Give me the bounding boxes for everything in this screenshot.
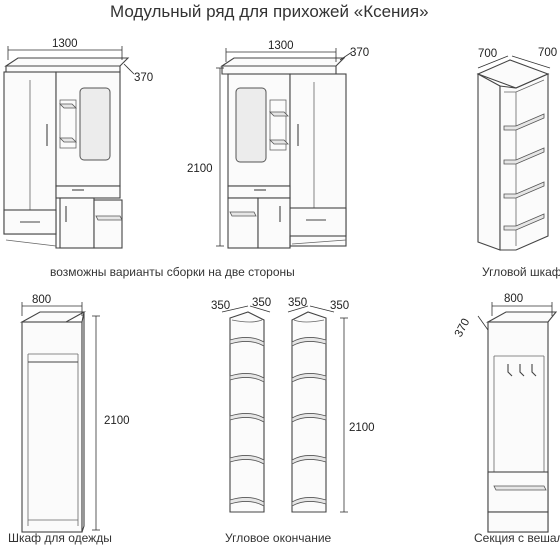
hanger-section-drawing [477, 302, 558, 533]
corner-end-right-drawing [287, 305, 348, 513]
dim-mid-height: 2100 [187, 163, 213, 175]
dim-end-a2: 350 [252, 297, 272, 309]
wardrobe-drawing [19, 302, 100, 533]
page-title: Модульный ряд для прихожей «Ксения» [110, 2, 429, 21]
hallway-set-right-drawing [216, 57, 347, 249]
dim-wardrobe-width: 800 [32, 294, 52, 306]
dim-mid-depth: 370 [350, 47, 370, 59]
caption-assembly: возможны варианты сборки на две стороны [50, 265, 295, 279]
dim-left-depth: 370 [134, 72, 154, 84]
dim-left-width: 1300 [52, 38, 78, 50]
set2-dimension-lines [225, 48, 353, 62]
dim-end-b2: 350 [330, 300, 350, 312]
dim-corner-w2: 700 [538, 47, 558, 59]
corner-cabinet-drawing [476, 55, 551, 251]
caption-wardrobe: Шкаф для одежды [8, 531, 112, 545]
corner-end-left-drawing [221, 305, 271, 513]
caption-corner-cabinet: Угловой шкаф [482, 265, 560, 279]
caption-hanger-section: Секция с вешалкой [474, 531, 560, 545]
hallway-set-left-drawing [3, 57, 130, 249]
set1-dimension-lines [7, 46, 135, 75]
dim-mid-width: 1300 [268, 40, 294, 52]
dim-corner-w1: 700 [478, 48, 498, 60]
dim-wardrobe-height: 2100 [104, 415, 130, 427]
caption-corner-end: Угловое окончание [225, 531, 332, 545]
dim-end-a1: 350 [211, 300, 231, 312]
dim-end-height: 2100 [349, 422, 375, 434]
dim-end-b1: 350 [288, 297, 308, 309]
dim-hanger-width: 800 [504, 293, 524, 305]
